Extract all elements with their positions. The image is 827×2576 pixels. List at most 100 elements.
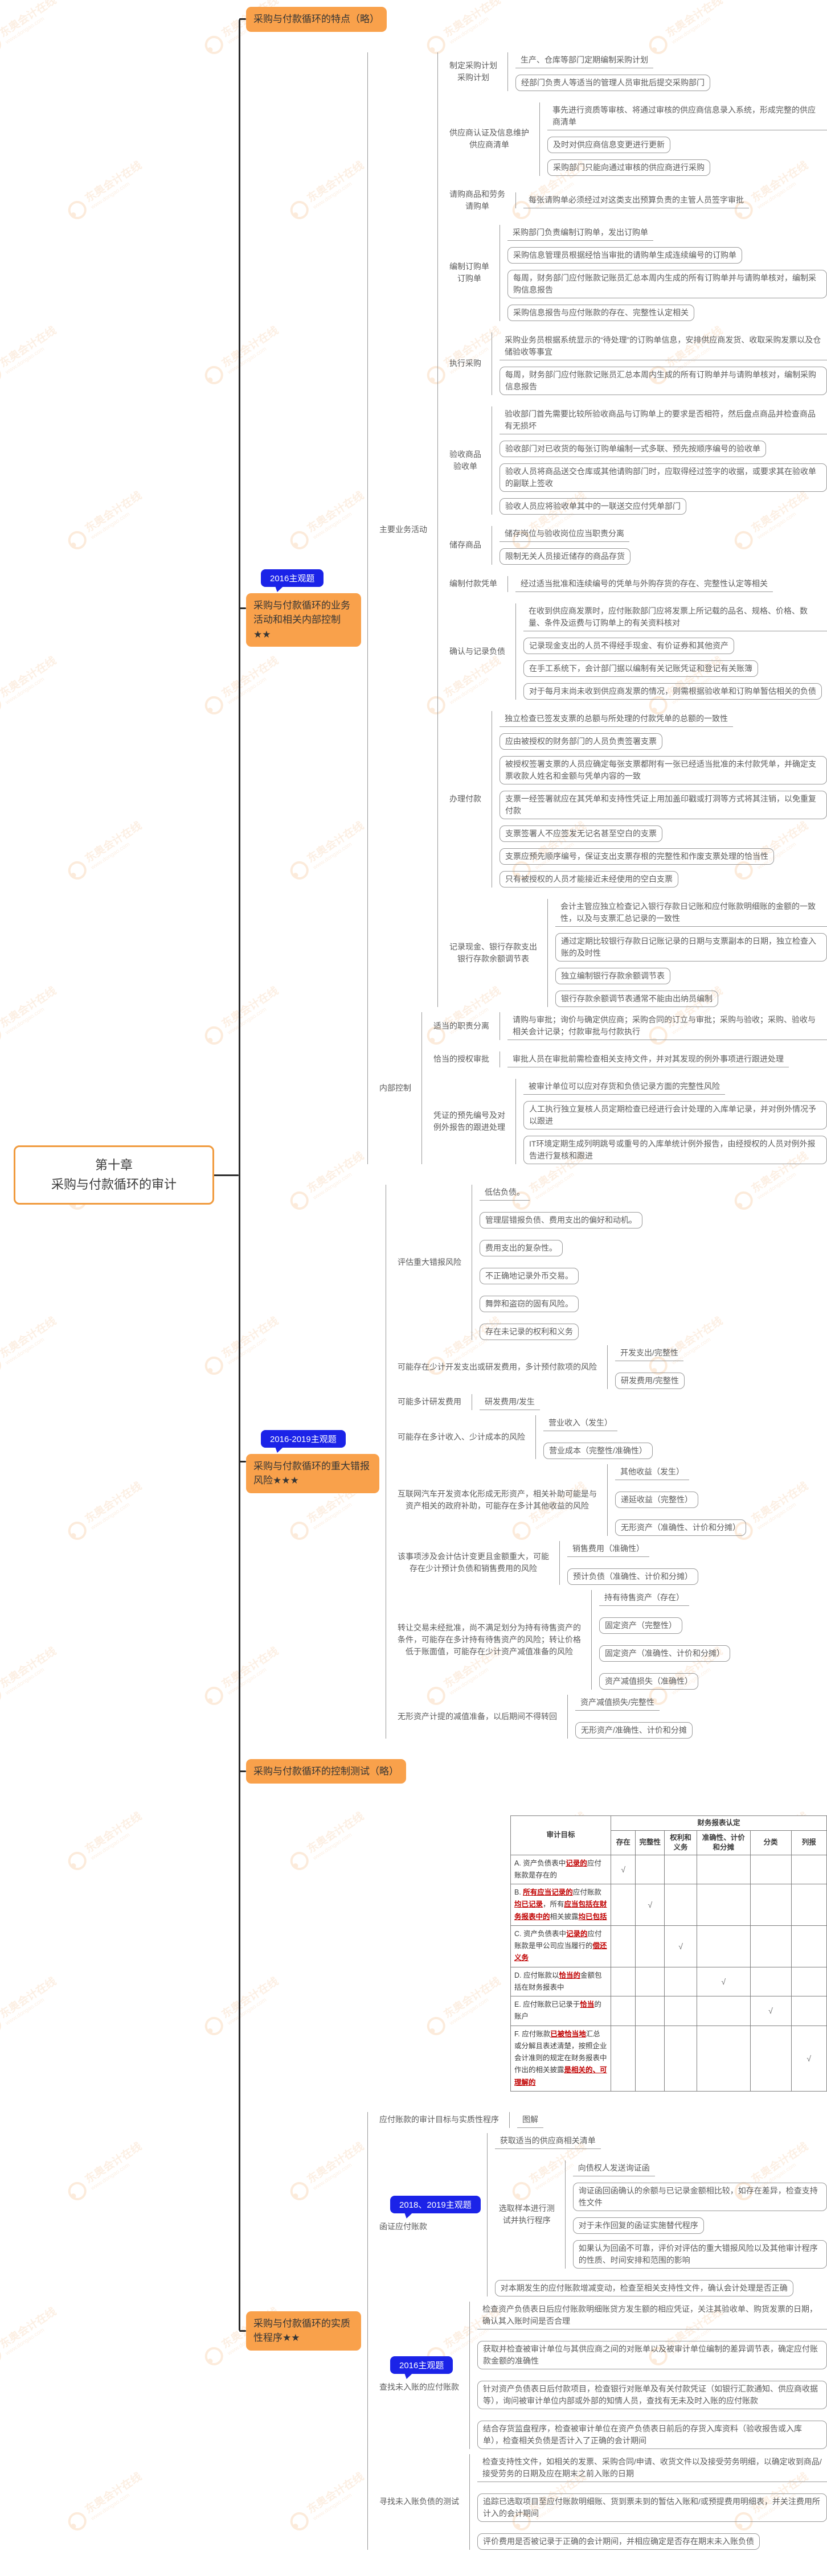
detail-leaf[interactable]: 获取适当的供应商相关清单: [494, 2133, 601, 2149]
topic-label[interactable]: 验收商品 验收单: [449, 449, 481, 471]
detail-leaf[interactable]: 低估负债。: [480, 1185, 530, 1201]
branch-node[interactable]: 采购与付款循环的控制测试（略）: [246, 1759, 406, 1784]
detail-leaf[interactable]: 开发支出/完整性: [615, 1345, 683, 1361]
detail-leaf[interactable]: 销售费用（准确性）: [567, 1541, 649, 1557]
detail-leaf[interactable]: 记录现金支出的人员不得经手现金、有价证券和其他资产: [523, 637, 734, 654]
topic-label[interactable]: 内部控制: [379, 1083, 411, 1092]
detail-leaf[interactable]: 对本期发生的应付账款增减变动，检查至相关支持性文件，确认会计处理是否正确: [494, 2279, 793, 2296]
detail-leaf[interactable]: 研发费用/完整性: [615, 1372, 685, 1389]
branch-node[interactable]: 采购与付款循环的重大错报风险★★★: [246, 1453, 379, 1493]
topic-label[interactable]: 该事项涉及会计估计变更且金额重大，可能 存在少计预计负债和销售费用的风险: [398, 1552, 549, 1573]
detail-leaf[interactable]: 请购与审批；询价与确定供应商；采购合同的订立与审批；采购与验收；采购、验收与相关…: [507, 1012, 827, 1040]
topic-label[interactable]: 寻找未入账负债的测试: [379, 2497, 459, 2507]
detail-leaf[interactable]: 独立编制银行存款余额调节表: [555, 967, 670, 984]
detail-leaf[interactable]: 储存岗位与验收岗位应当职责分离: [500, 526, 629, 542]
detail-leaf[interactable]: 结合存货监盘程序，检查被审计单位在资产负债表日前后的存货入库资料（验收报告或入库…: [477, 2420, 827, 2449]
detail-leaf[interactable]: 无形资产/准确性、计价和分摊: [575, 1722, 693, 1739]
detail-leaf[interactable]: 验收部门对已收货的每张订购单编制一式多联、预先按顺序编号的验收单: [500, 440, 766, 457]
detail-leaf[interactable]: 经部门负责人等适当的管理人员审批后提交采购部门: [515, 74, 710, 91]
detail-leaf[interactable]: 评价费用是否被记录于正确的会计期间，并相应确定是否存在期末未入账负债: [477, 2533, 760, 2550]
detail-leaf[interactable]: 限制无关人员接近储存的商品存货: [500, 548, 631, 565]
topic-label[interactable]: 可能多计研发费用: [398, 1397, 461, 1406]
topic-label[interactable]: 恰当的授权审批: [433, 1054, 489, 1063]
detail-leaf[interactable]: 资产减值损失（准确性）: [599, 1673, 698, 1690]
topic-label[interactable]: 主要业务活动: [379, 524, 427, 534]
detail-leaf[interactable]: 无形资产（准确性、计价和分摊）: [615, 1519, 746, 1536]
detail-leaf[interactable]: 只有被授权的人员才能接近未经使用的空白支票: [500, 870, 678, 888]
topic-label[interactable]: 适当的职责分离: [433, 1021, 489, 1030]
detail-leaf[interactable]: 递延收益（完整性）: [615, 1491, 698, 1508]
detail-leaf[interactable]: 审批人员在审批前需检查相关支持文件，并对其发现的例外事项进行跟进处理: [507, 1051, 789, 1067]
detail-leaf[interactable]: 被审计单位可以应对存货和负债记录方面的完整性风险: [523, 1079, 725, 1095]
detail-leaf[interactable]: 对于未作回复的函证实施替代程序: [572, 2217, 704, 2234]
detail-leaf[interactable]: 研发费用/发生: [480, 1394, 540, 1410]
topic-label[interactable]: 储存商品: [449, 540, 481, 549]
detail-leaf[interactable]: 追踪已选取项目至应付账款明细账、货到票未到的暂估入账和/或预提费用明细表，并关注…: [477, 2493, 827, 2522]
branch-node[interactable]: 采购与付款循环的实质性程序★★: [246, 2311, 361, 2351]
detail-leaf[interactable]: 管理层错报负债、费用支出的偏好和动机。: [480, 1211, 642, 1229]
branch-node[interactable]: 采购与付款循环的业务活动和相关内部控制★★: [246, 593, 361, 647]
detail-leaf[interactable]: 应由被授权的财务部门的人员负责签署支票: [500, 733, 662, 750]
detail-leaf[interactable]: 生产、仓库等部门定期编制采购计划: [515, 52, 653, 68]
detail-leaf[interactable]: 在手工系统下，会计部门据以编制有关记账凭证和登记有关账簿: [523, 660, 758, 677]
detail-leaf[interactable]: 银行存款余额调节表通常不能由出纳员编制: [555, 990, 718, 1007]
detail-leaf[interactable]: 每周，财务部门应付账款记账员汇总本周内生成的所有订购单并与请购单核对，编制采购信…: [507, 269, 827, 298]
detail-leaf[interactable]: 人工执行独立复核人员定期检查已经进行会计处理的入库单记录，并对例外情况予以跟进: [523, 1100, 827, 1129]
topic-label[interactable]: 制定采购计划 采购计划: [449, 60, 497, 82]
detail-leaf[interactable]: 事先进行资质等审核、将通过审核的供应商信息录入系统，形成完整的供应商清单: [547, 102, 827, 130]
topic-label[interactable]: 凭证的预先编号及对 例外报告的跟进处理: [433, 1110, 505, 1132]
detail-leaf[interactable]: 营业收入（发生）: [543, 1415, 617, 1431]
detail-leaf[interactable]: IT环境定期生成列明跳号或重号的入库单统计例外报告，由经授权的人员对例外报告进行…: [523, 1135, 827, 1164]
topic-label[interactable]: 执行采购: [449, 359, 481, 368]
topic-label[interactable]: 可能存在多计收入、少计成本的风险: [398, 1432, 525, 1441]
detail-leaf[interactable]: 及时对供应商信息变更进行更新: [547, 136, 670, 153]
detail-leaf[interactable]: 预计负债（准确性、计价和分摊）: [567, 1568, 698, 1585]
topic-label[interactable]: 编制订购单 订购单: [449, 262, 489, 283]
detail-leaf[interactable]: 存在未记录的权利和义务: [480, 1323, 579, 1340]
detail-leaf[interactable]: 每周，财务部门应付账款记账员汇总本周内生成的所有订购单并与请购单核对，编制采购信…: [500, 366, 827, 395]
topic-label[interactable]: 办理付款: [449, 794, 481, 803]
topic-label[interactable]: 确认与记录负债: [449, 646, 505, 656]
detail-leaf[interactable]: 验收人员应将验收单其中的一联送交应付凭单部门: [500, 498, 686, 515]
detail-leaf[interactable]: 检查支持性文件，如相关的发票、采购合同/申请、收货文件以及接受劳务明细，以确定收…: [477, 2454, 827, 2482]
topic-label[interactable]: 请购商品和劳务 请购单: [449, 189, 505, 211]
detail-leaf[interactable]: 询证函回函确认的余额与已记录金额相比较，如存在差异，检查支持性文件: [572, 2182, 827, 2211]
detail-leaf[interactable]: 不正确地记录外币交易。: [480, 1267, 579, 1284]
detail-leaf[interactable]: 固定资产（完整性）: [599, 1617, 682, 1634]
detail-leaf[interactable]: 在收到供应商发票时，应付账款部门应将发票上所记载的品名、规格、价格、数量、条件及…: [523, 603, 827, 631]
detail-leaf[interactable]: 被授权签署支票的人员应确定每张支票都附有一张已经适当批准的未付款凭单，并确定支票…: [500, 755, 827, 784]
detail-leaf[interactable]: 经过适当批准和连续编号的凭单与外购存货的存在、完整性认定等相关: [515, 576, 773, 592]
detail-leaf[interactable]: 对于每月末尚未收到供应商发票的情况，则需根据验收单和订购单暂估相关的负债: [523, 683, 822, 700]
topic-label[interactable]: 函证应付账款: [379, 2221, 427, 2231]
detail-leaf[interactable]: 验收部门首先需要比较所验收商品与订购单上的要求是否相符，然后盘点商品并检查商品有…: [500, 406, 827, 434]
detail-leaf[interactable]: 通过定期比较银行存款日记账记录的日期与支票副本的日期，独立检查入账的及时性: [555, 932, 827, 962]
detail-leaf[interactable]: 资产减值损失/完整性: [575, 1695, 660, 1711]
topic-label[interactable]: 供应商认证及信息维护 供应商清单: [449, 128, 529, 149]
topic-label[interactable]: 转让交易未经批准，尚不满足划分为持有待售资产的 条件，可能存在多计持有待售资产的…: [398, 1622, 581, 1656]
topic-label[interactable]: 选取样本进行测 试并执行程序: [498, 2203, 555, 2225]
topic-label[interactable]: 无形资产计提的减值准备，以后期间不得转回: [398, 1711, 557, 1721]
detail-leaf[interactable]: 持有待售资产（存在）: [599, 1590, 689, 1606]
detail-leaf[interactable]: 检查资产负债表日后应付账款明细账贷方发生额的相应凭证，关注其验收单、购货发票的日…: [477, 2302, 827, 2330]
detail-leaf[interactable]: 舞弊和盗窃的固有风险。: [480, 1295, 579, 1312]
detail-leaf[interactable]: 营业成本（完整性/准确性）: [543, 1442, 653, 1459]
detail-leaf[interactable]: 独立检查已签发支票的总额与所处理的付款凭单的总额的一致性: [500, 711, 733, 727]
detail-leaf[interactable]: 采购信息管理员根据经恰当审批的请购单生成连续编号的订购单: [507, 246, 742, 264]
topic-label[interactable]: 评估重大错报风险: [398, 1257, 461, 1267]
detail-leaf[interactable]: 采购部门负责编制订购单，发出订购单: [507, 225, 653, 241]
topic-label[interactable]: 查找未入账的应付账款: [379, 2382, 459, 2392]
detail-leaf[interactable]: 支票签署人不应签发无记名甚至空白的支票: [500, 825, 662, 842]
detail-leaf[interactable]: 会计主管应独立检查记入银行存款日记账和应付账款明细账的金额的一致性，以及与支票汇…: [555, 899, 827, 927]
detail-leaf[interactable]: 图解: [517, 2112, 543, 2128]
topic-label[interactable]: 记录现金、银行存款支出 银行存款余额调节表: [449, 942, 537, 963]
detail-leaf[interactable]: 费用支出的复杂性。: [480, 1239, 563, 1256]
detail-leaf[interactable]: 如果认为回函不可靠，评价对评估的重大错报风险以及其他审计程序的性质、时间安排和范…: [572, 2240, 827, 2269]
detail-leaf[interactable]: 获取并检查被审计单位与其供应商之间的对账单以及被审计单位编制的差异调节表，确定应…: [477, 2340, 827, 2369]
detail-leaf[interactable]: 每张请购单必须经过对这类支出预算负责的主管人员签字审批: [523, 192, 749, 208]
topic-label[interactable]: 可能存在少计开发支出或研发费用，多计预付款项的风险: [398, 1362, 597, 1371]
detail-leaf[interactable]: 支票一经签署就应在其凭单和支持性凭证上用加盖印戳或打洞等方式将其注销，以免重复付…: [500, 790, 827, 819]
detail-leaf[interactable]: 固定资产（准确性、计价和分摊）: [599, 1645, 730, 1662]
branch-node[interactable]: 采购与付款循环的特点（略）: [246, 7, 387, 32]
detail-leaf[interactable]: 采购业务员根据系统显示的“待处理”的订购单信息，安排供应商发货、收取采购发票以及…: [500, 332, 827, 360]
detail-leaf[interactable]: 针对资产负债表日后付款项目，检查银行对账单及有关付款凭证（如银行汇款通知、供应商…: [477, 2380, 827, 2409]
